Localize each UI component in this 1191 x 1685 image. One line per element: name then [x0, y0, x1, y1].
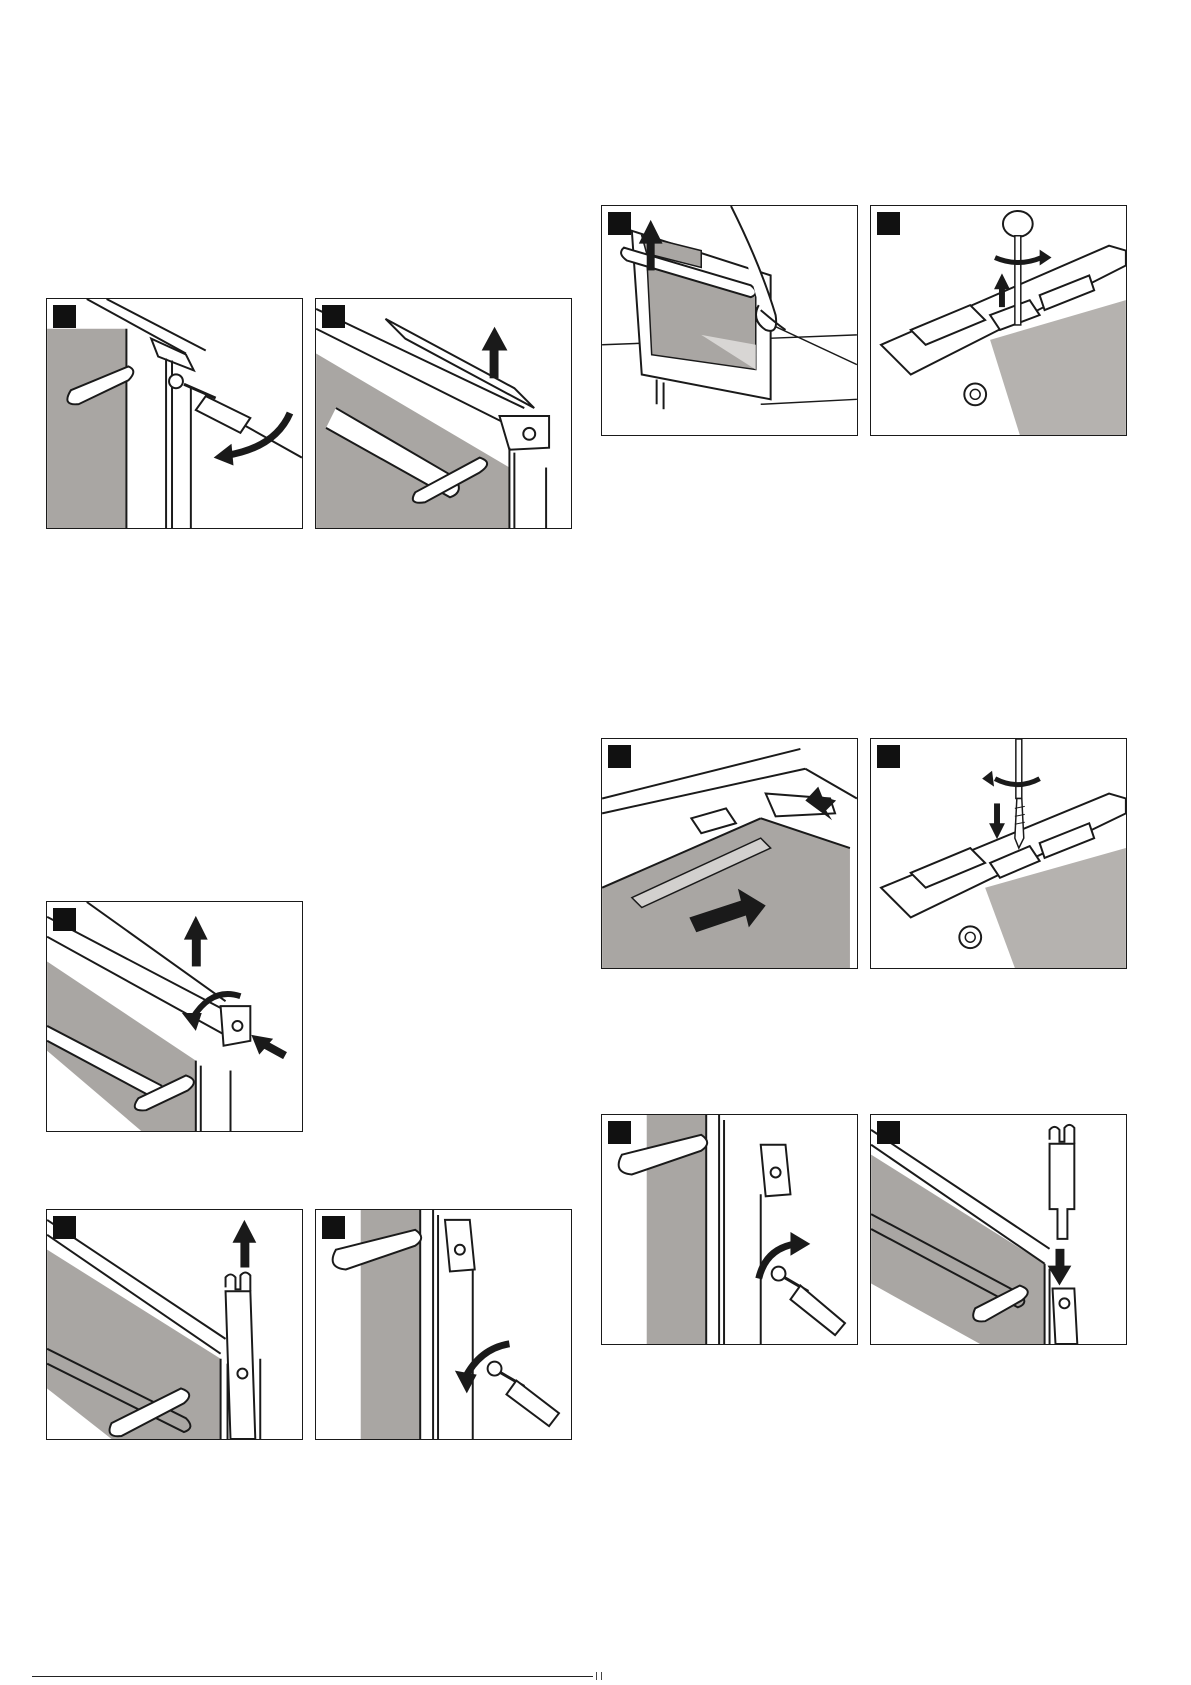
step-number-badge	[322, 305, 345, 328]
door-panel-lift-illustration	[602, 206, 857, 435]
hinge-screw-tighten-illustration	[602, 1115, 857, 1344]
step-number-badge	[53, 1216, 76, 1239]
illustration-panel-a2	[315, 298, 572, 529]
illustration-panel-e2	[870, 738, 1127, 969]
footer-page-mark	[596, 1672, 602, 1680]
top-cover-lift-illustration	[316, 299, 571, 528]
illustration-panel-f2	[870, 1114, 1127, 1345]
illustration-panel-b2	[870, 205, 1127, 436]
step-number-badge	[608, 212, 631, 235]
hinge-screw-loosen-illustration	[47, 299, 302, 528]
step-number-badge	[877, 212, 900, 235]
illustration-panel-d1	[46, 1209, 303, 1440]
step-number-badge	[53, 305, 76, 328]
hinge-screw-loosen-illustration-right	[316, 1210, 571, 1439]
step-number-badge	[608, 745, 631, 768]
illustration-panel-a1	[46, 298, 303, 529]
illustration-panel-e1	[601, 738, 858, 969]
step-number-badge	[53, 908, 76, 931]
illustration-panel-b1	[601, 205, 858, 436]
step-number-badge	[322, 1216, 345, 1239]
footer-rule	[32, 1676, 593, 1677]
screwdriver-refit-illustration	[871, 739, 1126, 968]
hinge-clip-insert-illustration	[871, 1115, 1126, 1344]
step-number-badge	[608, 1121, 631, 1144]
hinge-clip-lift-illustration	[47, 1210, 302, 1439]
step-number-badge	[877, 745, 900, 768]
illustration-panel-c1	[46, 901, 303, 1132]
top-cover-release-illustration	[47, 902, 302, 1131]
step-number-badge	[877, 1121, 900, 1144]
illustration-panel-d2	[315, 1209, 572, 1440]
screwdriver-unscrew-illustration	[871, 206, 1126, 435]
door-panel-slide-illustration	[602, 739, 857, 968]
illustration-panel-f1	[601, 1114, 858, 1345]
